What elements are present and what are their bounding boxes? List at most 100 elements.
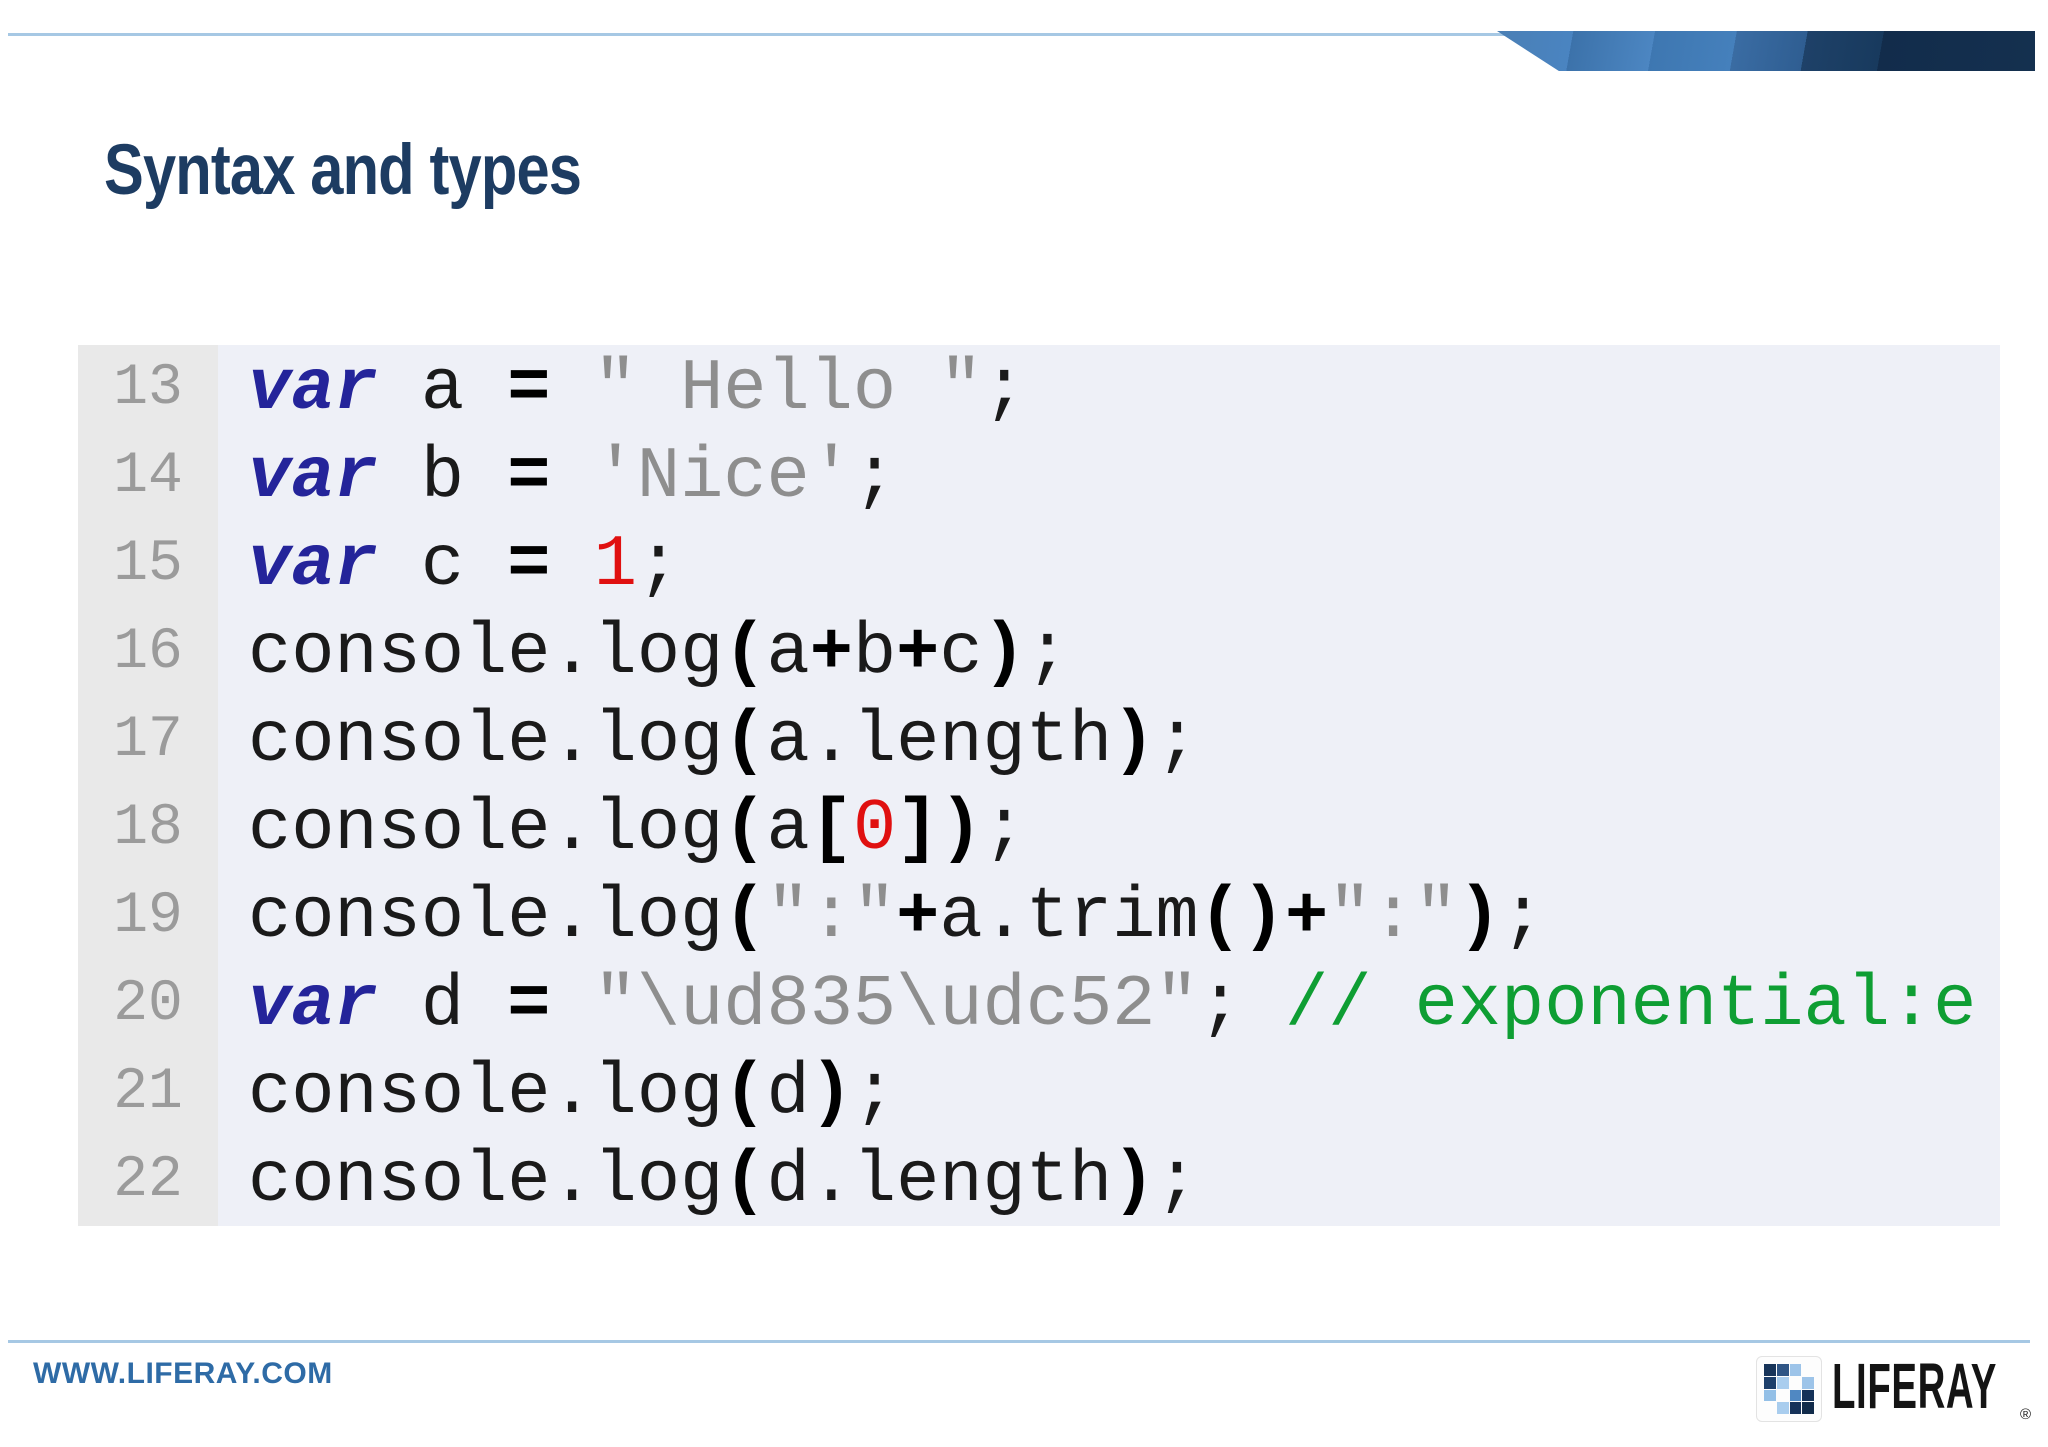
code-line: console.log(d.length);: [248, 1137, 2000, 1225]
code-token-pl: b: [377, 436, 508, 518]
line-number: 17: [113, 708, 183, 773]
code-token-op: ): [1112, 1140, 1156, 1222]
code-token-op: (: [723, 700, 767, 782]
code-token-pl: ;: [1025, 612, 1070, 694]
code-line: var c = 1;: [248, 521, 2000, 609]
registered-trademark-symbol: ®: [2020, 1406, 2032, 1423]
line-number: 13: [113, 356, 183, 421]
code-token-pl: ;: [1501, 876, 1545, 958]
logo-cell: [1802, 1389, 1814, 1402]
logo-cell: [1764, 1389, 1776, 1402]
code-token-op: =: [507, 964, 551, 1046]
code-token-pl: console.log: [248, 1140, 724, 1222]
code-token-pl: console.log: [248, 788, 724, 870]
code-token-op: ): [809, 1052, 853, 1134]
code-token-pl: a: [377, 348, 508, 430]
code-token-pl: d: [766, 1052, 810, 1134]
code-token-op: (): [1198, 876, 1286, 958]
code-token-op: (: [723, 1140, 767, 1222]
code-token-pl: console.log: [248, 612, 724, 694]
code-token-op: [: [809, 788, 853, 870]
code-token-pl: d: [377, 964, 508, 1046]
logo-cell: [1802, 1376, 1814, 1389]
code-token-pl: b: [852, 612, 897, 694]
code-token-pl: ;: [1155, 1140, 1199, 1222]
logo-cell: [1790, 1377, 1802, 1389]
code-token-num: 0: [852, 788, 897, 870]
code-token-kw: var: [248, 964, 378, 1046]
code-token-pl: console.log: [248, 876, 724, 958]
code-token-pl: ;: [1198, 964, 1286, 1046]
code-token-pl: c: [377, 524, 508, 606]
code-token-str: ":": [766, 876, 897, 958]
logo-cell: [1789, 1402, 1802, 1414]
logo-cell: [1776, 1402, 1789, 1414]
code-line: console.log(a[0]);: [248, 785, 2000, 873]
code-token-str: 'Nice': [593, 436, 853, 518]
code-token-pl: console.log: [248, 1052, 724, 1134]
line-number: 20: [113, 972, 183, 1037]
code-lines: var a = " Hello ";var b = 'Nice';var c =…: [218, 345, 2000, 1226]
code-line: var a = " Hello ";: [248, 345, 2000, 433]
code-token-pl: [550, 524, 593, 606]
line-number: 15: [113, 532, 183, 597]
code-token-op: =: [507, 348, 551, 430]
code-token-pl: c: [939, 612, 983, 694]
liferay-logo-grid: [1756, 1356, 1822, 1422]
code-token-pl: [550, 436, 593, 518]
logo-cell: [1764, 1376, 1776, 1389]
code-token-pl: ;: [852, 1052, 897, 1134]
code-line: console.log(a+b+c);: [248, 609, 2000, 697]
logo-cell: [1789, 1364, 1802, 1376]
line-number: 16: [113, 620, 183, 685]
line-number: 14: [113, 444, 183, 509]
code-token-pl: [550, 964, 593, 1046]
code-token-num: 1: [593, 524, 637, 606]
code-line: console.log(d);: [248, 1049, 2000, 1137]
code-token-str: " Hello ": [593, 348, 983, 430]
code-token-op: +: [896, 612, 940, 694]
code-token-pl: ;: [1155, 700, 1199, 782]
code-token-pl: ;: [982, 348, 1026, 430]
logo-cell: [1764, 1364, 1776, 1376]
code-token-op: ]: [896, 788, 940, 870]
code-token-op: (: [723, 1052, 767, 1134]
code-token-pl: a: [766, 788, 810, 870]
line-number: 19: [113, 884, 183, 949]
top-accent-line: [8, 33, 1520, 36]
code-token-pl: d.length: [766, 1140, 1113, 1222]
code-token-op: (: [723, 876, 767, 958]
logo-cell: [1802, 1364, 1814, 1376]
header-banner-graphic: [1497, 31, 2035, 71]
code-token-kw: var: [248, 436, 378, 518]
code-token-com: // exponential:e: [1285, 964, 1977, 1046]
code-token-op: =: [507, 436, 551, 518]
code-token-pl: ;: [982, 788, 1026, 870]
code-token-op: (: [723, 612, 767, 694]
code-token-op: =: [507, 524, 551, 606]
code-token-kw: var: [248, 348, 378, 430]
code-token-str: ":": [1328, 876, 1458, 958]
code-token-pl: ;: [636, 524, 681, 606]
code-token-pl: a: [766, 612, 810, 694]
footer-url: WWW.LIFERAY.COM: [33, 1357, 333, 1390]
code-line: console.log(":"+a.trim()+":");: [248, 873, 2000, 961]
logo-cell: [1802, 1402, 1814, 1414]
code-token-kw: var: [248, 524, 378, 606]
code-token-pl: a.length: [766, 700, 1113, 782]
code-token-op: ): [939, 788, 983, 870]
code-line: var b = 'Nice';: [248, 433, 2000, 521]
code-token-op: ): [1457, 876, 1502, 958]
code-token-op: +: [809, 612, 853, 694]
line-number: 21: [113, 1060, 183, 1125]
code-token-op: ): [982, 612, 1026, 694]
logo-cell: [1777, 1390, 1789, 1402]
code-line: console.log(a.length);: [248, 697, 2000, 785]
footer-accent-line: [8, 1340, 2030, 1343]
logo-cell: [1776, 1364, 1789, 1376]
liferay-wordmark: LIFERAY: [1832, 1350, 1997, 1422]
code-token-str: "\ud835\udc52": [593, 964, 1199, 1046]
line-number: 22: [113, 1148, 183, 1213]
code-token-pl: [550, 348, 593, 430]
code-token-op: +: [896, 876, 940, 958]
